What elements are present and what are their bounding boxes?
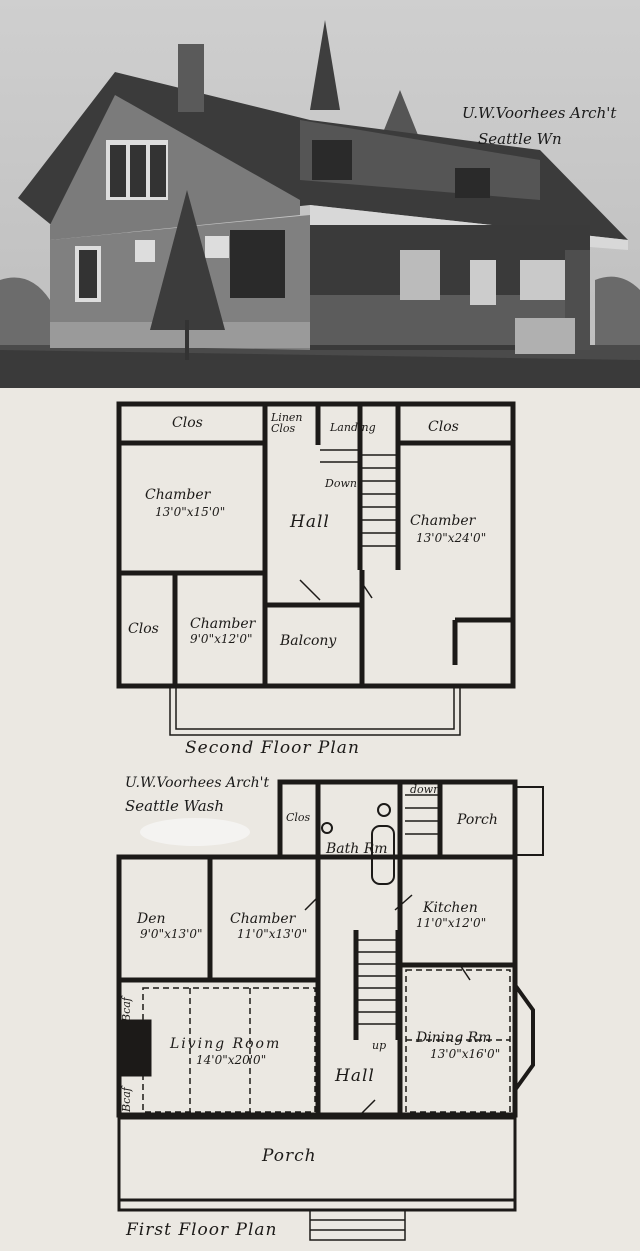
room-label-kitchen: Kitchen: [423, 900, 478, 916]
second-floor-plan-title: Second Floor Plan: [185, 738, 360, 758]
stair-label-up: up: [372, 1039, 387, 1052]
stair-label-down-first: down: [410, 783, 441, 796]
stair-label-down: Down: [325, 477, 357, 490]
room-label-clos-nw: Clos: [172, 415, 203, 431]
room-label-dining: Dining Rm: [416, 1030, 492, 1046]
room-label-back-porch: Porch: [457, 812, 498, 828]
room-label-chamber-first: Chamber: [230, 911, 296, 927]
room-label-front-porch: Porch: [262, 1146, 317, 1166]
door-swings: [299, 579, 471, 1116]
room-label-balcony: Balcony: [280, 633, 337, 649]
plan-architect-signature: U.W.Voorhees Arch't: [125, 775, 270, 791]
fireplace: [116, 1019, 152, 1077]
front-porch: [117, 1116, 517, 1241]
house-photo: [0, 0, 640, 388]
second-floor-balcony-rail: [169, 686, 461, 736]
room-label-hall-first: Hall: [335, 1066, 375, 1086]
bookcase-label-lower: Bcaf: [120, 1087, 133, 1112]
room-label-den: Den: [137, 911, 166, 927]
first-floor-plan-title: First Floor Plan: [126, 1220, 278, 1240]
room-label-chamber-nw: Chamber: [145, 487, 211, 503]
room-label-hall-upper: Hall: [290, 512, 330, 532]
photo-location-signature: Seattle Wn: [478, 130, 562, 148]
floor-plans-drawing: [116, 401, 544, 1241]
room-label-clos-first: Clos: [286, 811, 311, 824]
room-size-chamber-sw: 9'0"x12'0": [190, 632, 253, 646]
plan-location-signature: Seattle Wash: [125, 797, 225, 815]
bookcase-label-upper: Bcaf: [120, 997, 133, 1022]
room-size-chamber-nw: 13'0"x15'0": [155, 505, 226, 519]
room-label-living-room: Living Room: [170, 1036, 282, 1052]
first-floor-walls: [116, 779, 518, 1118]
photo-architect-signature: U.W.Voorhees Arch't: [462, 104, 617, 122]
room-label-clos-sw: Clos: [128, 621, 159, 637]
room-label-bath: Bath Rm: [326, 841, 388, 857]
bathtub: [321, 803, 395, 885]
back-porch-rail: [514, 786, 544, 856]
room-label-clos-ne: Clos: [428, 419, 459, 435]
first-floor-stairs: [358, 794, 438, 1025]
second-floor-walls: [116, 401, 516, 689]
room-label-chamber-ne: Chamber: [410, 513, 476, 529]
second-floor-stairs: [320, 449, 396, 547]
room-size-living-room: 14'0"x20'0": [196, 1053, 267, 1067]
room-label-chamber-sw: Chamber: [190, 616, 256, 632]
room-label-linen-clos: Linen Clos: [271, 411, 303, 435]
room-size-dining: 13'0"x16'0": [430, 1047, 501, 1061]
room-size-kitchen: 11'0"x12'0": [416, 916, 487, 930]
dining-bay-window: [513, 983, 535, 1092]
room-label-landing: Landing: [330, 421, 376, 434]
room-size-den: 9'0"x13'0": [140, 927, 203, 941]
room-size-chamber-ne: 13'0"x24'0": [416, 531, 487, 545]
room-size-chamber-first: 11'0"x13'0": [237, 927, 308, 941]
